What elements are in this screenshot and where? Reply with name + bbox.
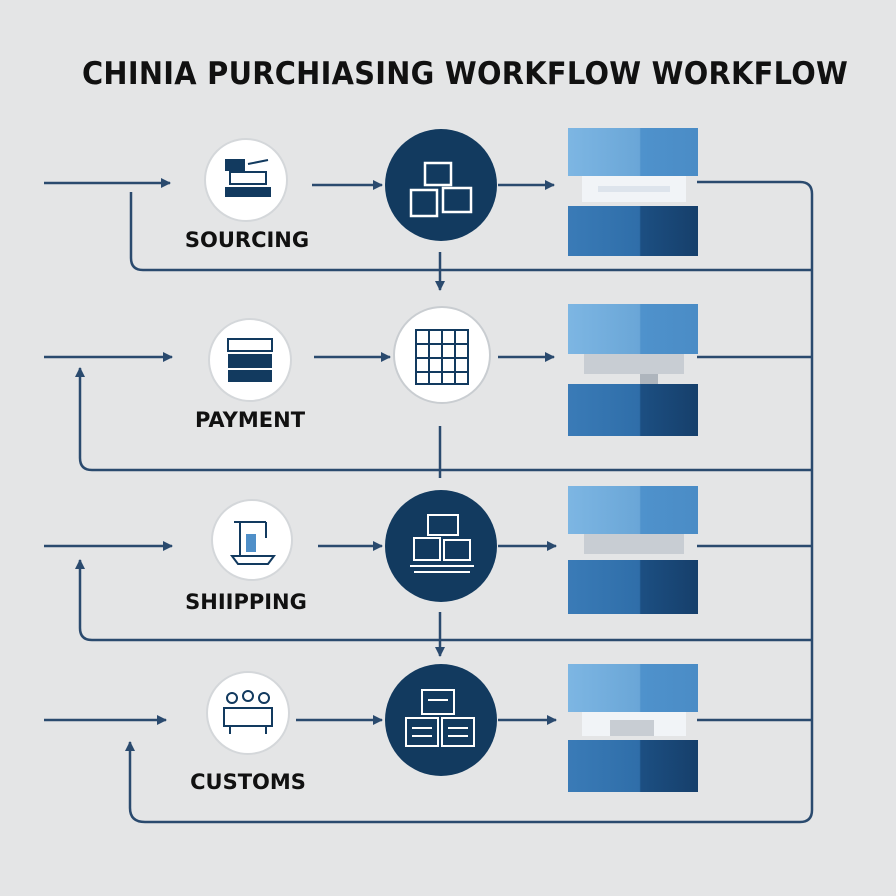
row-shipping (44, 486, 812, 657)
diagram-title: CHINIA PURCHIASING WORKFLOW WORKFLOW (82, 56, 849, 92)
stacked-block (568, 486, 698, 614)
feedback-loop (75, 367, 812, 472)
stacked-block (568, 304, 698, 436)
row-sourcing (44, 128, 812, 291)
customs-desk-icon (223, 690, 273, 734)
building-icon (415, 329, 469, 385)
documents-icon (405, 689, 475, 747)
stage-label-customs: CUSTOMS (190, 770, 306, 794)
boxes-icon (409, 161, 473, 218)
return-bus-line (125, 180, 814, 824)
feedback-loop (129, 192, 812, 272)
stage-label-payment: PAYMENT (194, 408, 306, 432)
pallet-icon (410, 514, 474, 573)
payment-icon (227, 338, 273, 382)
sourcing-icon (225, 159, 271, 197)
stacked-block (568, 128, 698, 256)
row-customs (44, 664, 812, 792)
stage-label-shipping: SHIIPPING (185, 590, 307, 614)
ship-crane-icon (230, 521, 276, 565)
stage-label-sourcing: SOURCING (184, 228, 310, 252)
stacked-block (568, 664, 698, 792)
feedback-loop (75, 559, 812, 642)
row-payment (44, 304, 812, 478)
